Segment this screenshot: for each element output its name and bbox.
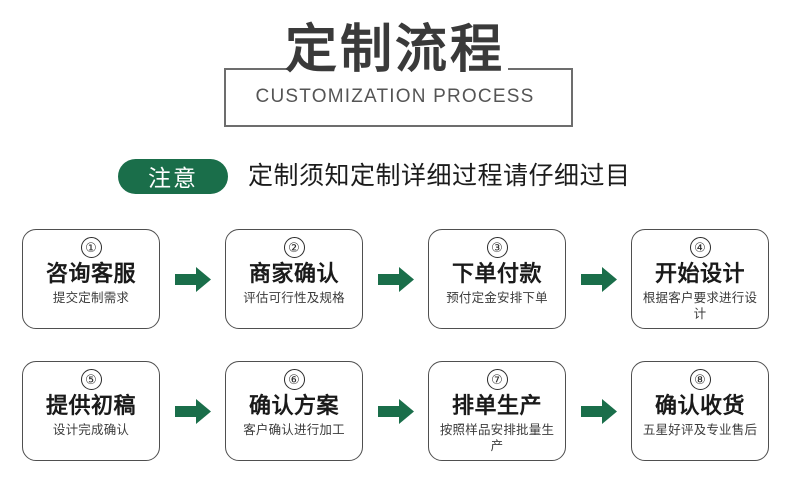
arrow-right-icon-1 (160, 266, 225, 292)
step-title-6: 确认方案 (248, 394, 339, 419)
step-number-7: ⑦ (486, 369, 508, 390)
step-desc-5: 设计完成确认 (52, 422, 130, 437)
process-step-row-2: ⑤ 提供初稿 设计完成确认 ⑥ 确认方案 客户确认进行加工 ⑦ 排单生产 按照样… (22, 360, 769, 462)
notice-badge: 注意 (118, 158, 228, 194)
step-card-1: ① 咨询客服 提交定制需求 (22, 229, 160, 329)
notice-text: 定制须知定制详细过程请仔细过目 (248, 161, 631, 190)
step-title-5: 提供初稿 (45, 394, 136, 419)
title-frame-border (224, 68, 573, 127)
step-title-8: 确认收货 (654, 394, 745, 419)
step-number-5: ⑤ (80, 369, 102, 390)
page-header: 定制流程 CUSTOMIZATION PROCESS (0, 0, 790, 145)
step-card-6: ⑥ 确认方案 客户确认进行加工 (225, 361, 363, 461)
arrow-right-icon-2 (363, 266, 428, 292)
step-number-1: ① (80, 237, 102, 258)
step-desc-3: 预付定金安排下单 (446, 290, 548, 305)
step-title-3: 下单付款 (451, 262, 542, 287)
step-desc-4: 根据客户要求进行设计 (642, 290, 758, 321)
arrow-right-icon-5 (363, 398, 428, 424)
title-frame-top-right-rule (508, 68, 573, 70)
step-card-3: ③ 下单付款 预付定金安排下单 (428, 229, 566, 329)
step-number-3: ③ (486, 237, 508, 258)
step-number-2: ② (283, 237, 305, 258)
arrow-right-icon-4 (160, 398, 225, 424)
step-card-5: ⑤ 提供初稿 设计完成确认 (22, 361, 160, 461)
step-card-4: ④ 开始设计 根据客户要求进行设计 (631, 229, 769, 329)
step-desc-7: 按照样品安排批量生产 (439, 422, 555, 453)
step-number-8: ⑧ (689, 369, 711, 390)
step-card-2: ② 商家确认 评估可行性及规格 (225, 229, 363, 329)
step-title-4: 开始设计 (654, 262, 745, 287)
page-title: 定制流程 (284, 20, 505, 80)
step-card-8: ⑧ 确认收货 五星好评及专业售后 (631, 361, 769, 461)
arrow-right-icon-3 (566, 266, 631, 292)
step-card-7: ⑦ 排单生产 按照样品安排批量生产 (428, 361, 566, 461)
process-step-row-1: ① 咨询客服 提交定制需求 ② 商家确认 评估可行性及规格 ③ 下单付款 预付定… (22, 228, 769, 330)
step-number-6: ⑥ (283, 369, 305, 390)
step-title-2: 商家确认 (248, 262, 339, 287)
step-desc-2: 评估可行性及规格 (243, 290, 345, 305)
step-desc-1: 提交定制需求 (52, 290, 130, 305)
step-desc-8: 五星好评及专业售后 (642, 422, 758, 437)
step-desc-6: 客户确认进行加工 (243, 422, 345, 437)
step-title-7: 排单生产 (451, 394, 542, 419)
arrow-right-icon-6 (566, 398, 631, 424)
page-subtitle: CUSTOMIZATION PROCESS (255, 86, 535, 107)
notice-row: 注意 定制须知定制详细过程请仔细过目 (118, 155, 718, 197)
step-number-4: ④ (689, 237, 711, 258)
title-frame-top-left-rule (224, 68, 290, 70)
step-title-1: 咨询客服 (45, 262, 136, 287)
